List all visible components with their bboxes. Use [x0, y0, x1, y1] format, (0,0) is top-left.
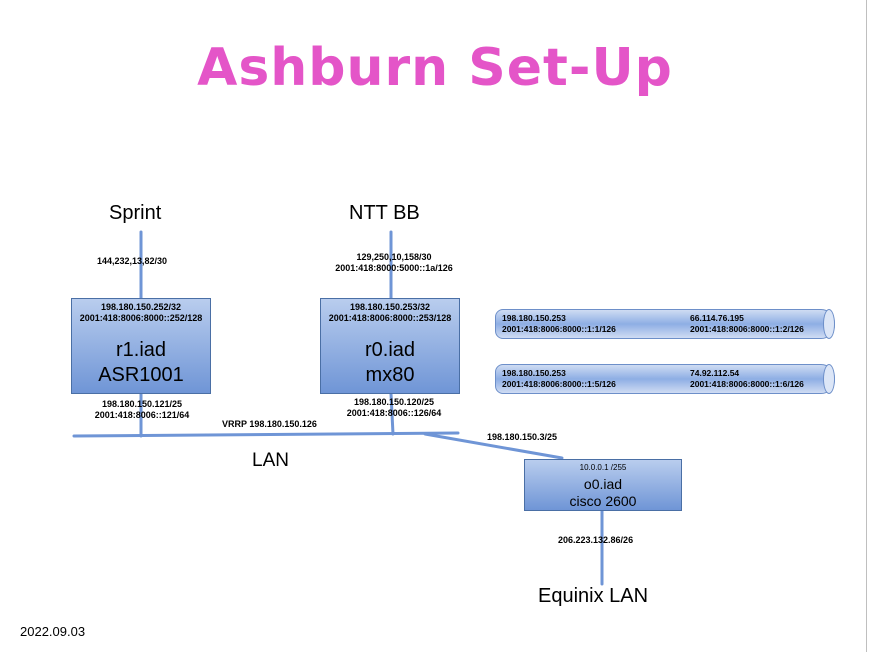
equinix-label: Equinix LAN: [538, 585, 649, 607]
router-r1[interactable]: 198.180.150.252/32 2001:418:8006:8000::2…: [71, 298, 211, 394]
router-o0[interactable]: 10.0.0.1 /255 o0.iad cisco 2600: [524, 459, 682, 511]
tunnel-2-left-v4: 198.180.150.253: [502, 368, 566, 378]
tunnel-1-cap: [823, 309, 835, 339]
tunnel-1-left-v6: 2001:418:8006:8000::1:1/126: [502, 324, 616, 334]
tunnel-1[interactable]: 198.180.150.253 2001:418:8006:8000::1:1/…: [495, 309, 835, 339]
r0-lan-v6: 2001:418:8006::126/64: [346, 408, 442, 418]
tunnel-2-cap: [823, 364, 835, 394]
ntt-link-v4: 129,250,10,158/30: [356, 252, 432, 262]
r1-lan-v4: 198.180.150.121/25: [101, 399, 183, 409]
sprint-link-addr: 144,232,13,82/30: [97, 256, 168, 266]
o0-uplink-addr: 206.223.132.86/26: [558, 535, 634, 545]
r1-top-v6: 2001:418:8006:8000::252/128: [79, 313, 203, 323]
ntt-link-addr: 129,250,10,158/30 2001:418:8000:5000::1a…: [328, 252, 460, 274]
tunnel-1-left-v4: 198.180.150.253: [502, 313, 566, 323]
r0-top-v4: 198.180.150.253/32: [349, 302, 431, 312]
r0-top-addr: 198.180.150.253/32 2001:418:8006:8000::2…: [321, 302, 459, 324]
lan-label: LAN: [252, 450, 289, 471]
page-title: Ashburn Set-Up: [197, 38, 673, 98]
o0-top-addr: 10.0.0.1 /255: [579, 463, 627, 472]
o0-name: o0.iad: [583, 476, 623, 492]
r0-lan-link: [389, 392, 395, 436]
r1-type: ASR1001: [98, 364, 184, 386]
vrrp-label: VRRP 198.180.150.126: [222, 419, 317, 429]
r1-top-v4: 198.180.150.252/32: [100, 302, 182, 312]
lan-segment: [72, 431, 460, 438]
tunnel-1-right-v4: 66.114.76.195: [690, 313, 744, 323]
sprint-label: Sprint: [109, 202, 162, 224]
tunnel-2-right-v6: 2001:418:8006:8000::1:6/126: [690, 379, 804, 389]
tunnel-2-right-v4: 74.92.112.54: [690, 368, 740, 378]
r0-name: r0.iad: [364, 339, 416, 361]
tunnel-2-left-v6: 2001:418:8006:8000::1:5/126: [502, 379, 616, 389]
r1-top-addr: 198.180.150.252/32 2001:418:8006:8000::2…: [72, 302, 210, 324]
r0-lan-addr: 198.180.150.120/25 2001:418:8006::126/64: [336, 397, 452, 419]
tunnel-2[interactable]: 198.180.150.253 2001:418:8006:8000::1:5/…: [495, 364, 835, 394]
router-r0[interactable]: 198.180.150.253/32 2001:418:8006:8000::2…: [320, 298, 460, 394]
slide-edge: [866, 0, 867, 652]
o0-lan-addr: 198.180.150.3/25: [487, 432, 558, 442]
r0-top-v6: 2001:418:8006:8000::253/128: [328, 313, 452, 323]
o0-lan-link: [423, 432, 564, 460]
tunnel-1-right-v6: 2001:418:8006:8000::1:2/126: [690, 324, 804, 334]
ntt-link-v6: 2001:418:8000:5000::1a/126: [335, 263, 453, 273]
footer-date: 2022.09.03: [20, 624, 86, 639]
o0-type: cisco 2600: [569, 493, 637, 509]
r1-name: r1.iad: [115, 339, 167, 361]
r1-lan-addr: 198.180.150.121/25 2001:418:8006::121/64: [84, 399, 200, 421]
r0-type: mx80: [365, 364, 415, 386]
r0-lan-v4: 198.180.150.120/25: [353, 397, 435, 407]
ntt-label: NTT BB: [349, 202, 420, 224]
r1-lan-v6: 2001:418:8006::121/64: [94, 410, 190, 420]
